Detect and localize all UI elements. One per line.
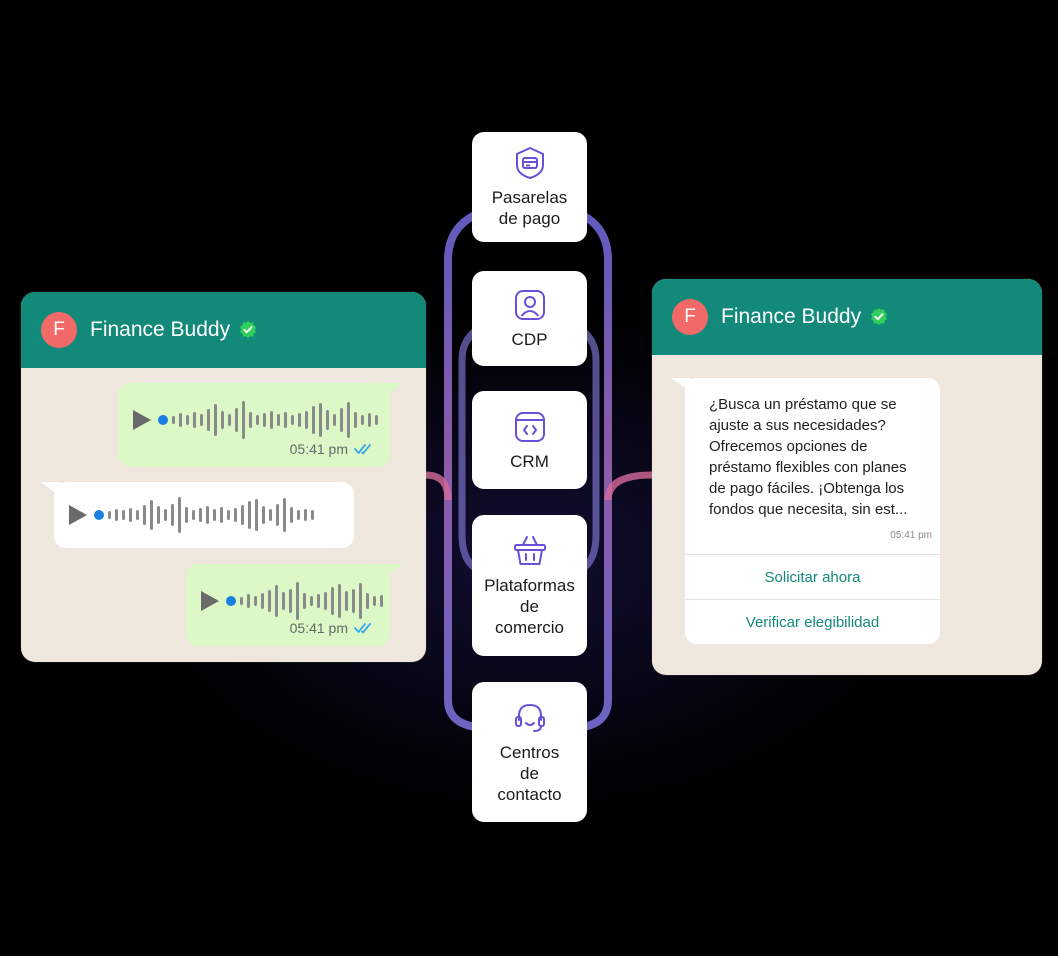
connector-curve-right xyxy=(604,471,653,501)
avatar[interactable]: F xyxy=(41,312,77,348)
right-chat-window: F Finance Buddy ¿Busca un préstamo que s… xyxy=(652,279,1042,675)
voice-message-outgoing[interactable]: 05:41 pm xyxy=(118,383,404,467)
integration-node-payment[interactable]: Pasarelas de pago xyxy=(472,132,587,242)
playback-position-dot[interactable] xyxy=(226,596,236,606)
message-time: 05:41 pm xyxy=(289,620,348,636)
bubble-tail xyxy=(384,383,404,397)
bubble-tail xyxy=(384,564,404,578)
integration-label: CRM xyxy=(510,451,549,471)
message-time: 05:41 pm xyxy=(890,530,932,541)
connector-curve-left xyxy=(425,471,452,501)
verified-badge-icon xyxy=(240,321,257,338)
shopping-basket-icon xyxy=(513,536,546,565)
verified-badge-icon xyxy=(871,308,888,325)
integration-node-cdp[interactable]: CDP xyxy=(472,271,587,366)
avatar[interactable]: F xyxy=(672,299,708,335)
code-window-icon xyxy=(514,411,545,442)
double-check-icon xyxy=(354,623,371,634)
waveform-icon xyxy=(108,497,314,533)
message-time: 05:41 pm xyxy=(289,441,348,457)
play-icon[interactable] xyxy=(200,590,220,612)
integration-label: CDP xyxy=(511,330,548,349)
integration-node-commerce[interactable]: Plataformas de comercio xyxy=(472,515,587,656)
integration-label: Pasarelas de pago xyxy=(491,188,568,228)
voice-message-incoming[interactable] xyxy=(40,482,354,548)
contact-name: Finance Buddy xyxy=(721,305,862,328)
waveform-icon xyxy=(240,582,383,620)
play-icon[interactable] xyxy=(68,504,88,526)
integration-label: Plataformas de comercio xyxy=(484,576,575,637)
double-check-icon xyxy=(354,444,371,455)
apply-now-button[interactable]: Solicitar ahora xyxy=(685,554,940,599)
message-text: ¿Busca un préstamo que se ajuste a sus n… xyxy=(709,396,908,518)
integration-node-contact-center[interactable]: Centros de contacto xyxy=(472,682,587,822)
voice-message-outgoing[interactable]: 05:41 pm xyxy=(186,564,404,646)
chat-header: F Finance Buddy xyxy=(652,279,1042,355)
user-profile-icon xyxy=(514,290,545,320)
check-eligibility-button[interactable]: Verificar elegibilidad xyxy=(685,599,940,644)
playback-position-dot[interactable] xyxy=(94,510,104,520)
waveform-icon xyxy=(172,401,378,439)
integration-label: Centros de contacto xyxy=(497,742,562,804)
left-chat-window: F Finance Buddy 05:41 pm xyxy=(21,292,426,662)
play-icon[interactable] xyxy=(132,409,152,431)
payment-card-icon xyxy=(515,147,544,179)
template-message: ¿Busca un préstamo que se ajuste a sus n… xyxy=(685,378,940,644)
integration-node-crm[interactable]: CRM xyxy=(472,391,587,489)
contact-name: Finance Buddy xyxy=(90,318,231,341)
headset-icon xyxy=(514,703,545,732)
bubble-tail xyxy=(40,482,60,496)
playback-position-dot[interactable] xyxy=(158,415,168,425)
chat-header: F Finance Buddy xyxy=(21,292,426,368)
